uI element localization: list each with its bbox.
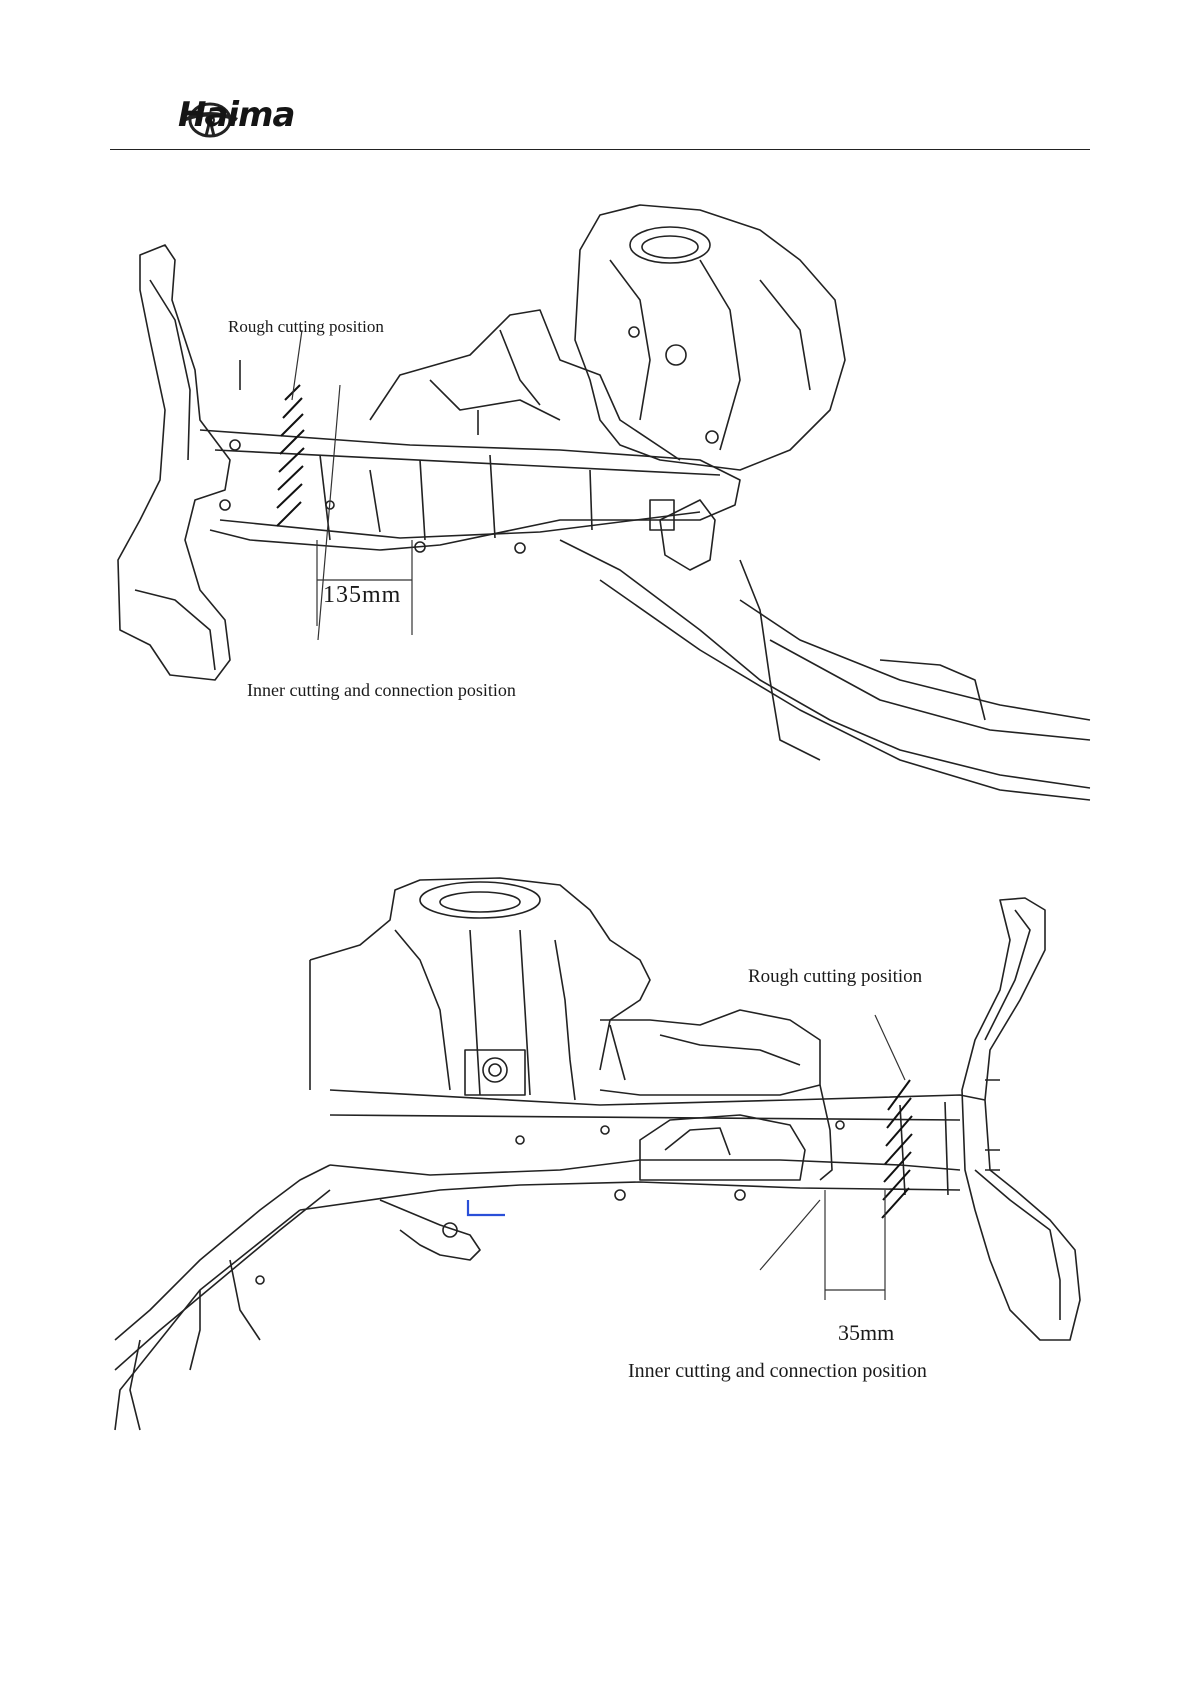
brand-wordmark: Haima — [178, 95, 294, 135]
figure-top: Rough cutting position 135mm Inner cutti… — [0, 160, 1190, 860]
inner-cut-label-bottom: Inner cutting and connection position — [628, 1360, 927, 1383]
page-header: Haima — [0, 0, 1190, 160]
rough-cut-label-bottom: Rough cutting position — [748, 966, 922, 988]
front-rail-drawing-bottom — [0, 870, 1190, 1490]
dimension-label-bottom: 35mm — [838, 1320, 894, 1346]
inner-cut-label-top: Inner cutting and connection position — [247, 680, 516, 701]
dimension-label-top: 135mm — [323, 582, 401, 609]
header-rule — [110, 149, 1090, 150]
front-rail-drawing-top — [0, 160, 1190, 860]
accent-bracket — [468, 1200, 505, 1215]
figure-bottom: Rough cutting position 35mm Inner cuttin… — [0, 870, 1190, 1490]
rough-cut-label-top: Rough cutting position — [228, 317, 384, 337]
